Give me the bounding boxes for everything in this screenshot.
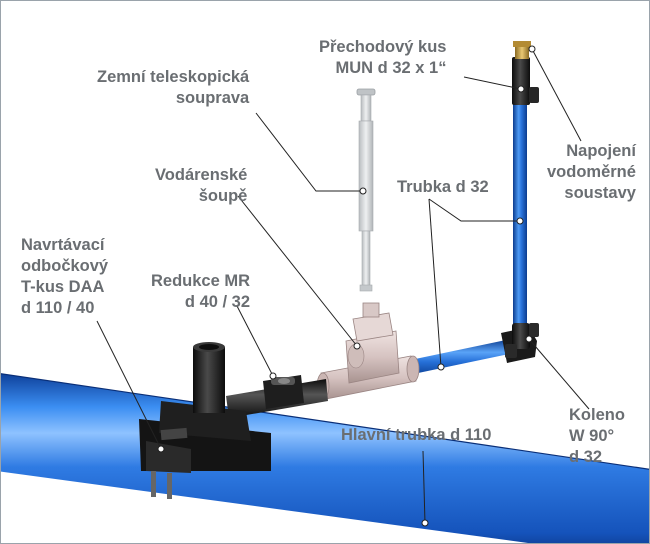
label-vodarenske-soupe: Vodárenské šoupě — [155, 165, 247, 207]
label-prechodovy-kus: Přechodový kus MUN d 32 x 1“ — [319, 37, 446, 79]
label-line: W 90° — [569, 427, 615, 445]
label-hlavni-trubka: Hlavní trubka d 110 — [341, 425, 491, 446]
label-line: Zemní teleskopická — [97, 68, 250, 86]
label-line: Trubka d 32 — [397, 178, 489, 196]
tapping-tee — [139, 342, 271, 499]
reducer-fitting — [226, 375, 328, 418]
transition-piece — [512, 41, 539, 105]
label-line: Koleno — [569, 406, 625, 424]
label-line: Hlavní trubka d 110 — [341, 426, 492, 444]
label-napojeni: Napojení vodoměrné soustavy — [547, 141, 636, 204]
label-line: d 110 / 40 — [21, 299, 95, 317]
pipe-d32 — [396, 96, 527, 377]
elbow-fitting — [501, 323, 539, 363]
label-line: T-kus DAA — [21, 278, 105, 296]
label-navrtavaci-tkus: Navrtávací odbočkový T-kus DAA d 110 / 4… — [21, 235, 108, 319]
label-line: Napojení — [566, 142, 636, 160]
label-line: d 32 — [569, 448, 603, 466]
label-line: šoupě — [198, 187, 248, 205]
label-line: odbočkový — [21, 257, 109, 275]
leader-lines — [96, 48, 590, 524]
label-line: Navrtávací — [21, 236, 105, 254]
gate-valve — [316, 302, 420, 400]
leader-dots — [157, 45, 536, 527]
label-zemni-teleskopicka: Zemní teleskopická souprava — [97, 67, 249, 109]
label-line: Přechodový kus — [319, 38, 447, 56]
label-line: soustavy — [564, 184, 636, 202]
label-line: d 40 / 32 — [184, 293, 251, 311]
label-line: Redukce MR — [151, 272, 251, 290]
label-line: vodoměrné — [547, 163, 636, 181]
label-line: MUN d 32 x 1“ — [335, 59, 447, 77]
label-trubka-d32: Trubka d 32 — [397, 177, 489, 198]
label-line: souprava — [175, 89, 250, 107]
label-line: Vodárenské — [155, 166, 248, 184]
label-redukce-mr: Redukce MR d 40 / 32 — [151, 271, 250, 313]
label-koleno: Koleno W 90° d 32 — [569, 405, 625, 468]
telescopic-set — [356, 88, 376, 292]
